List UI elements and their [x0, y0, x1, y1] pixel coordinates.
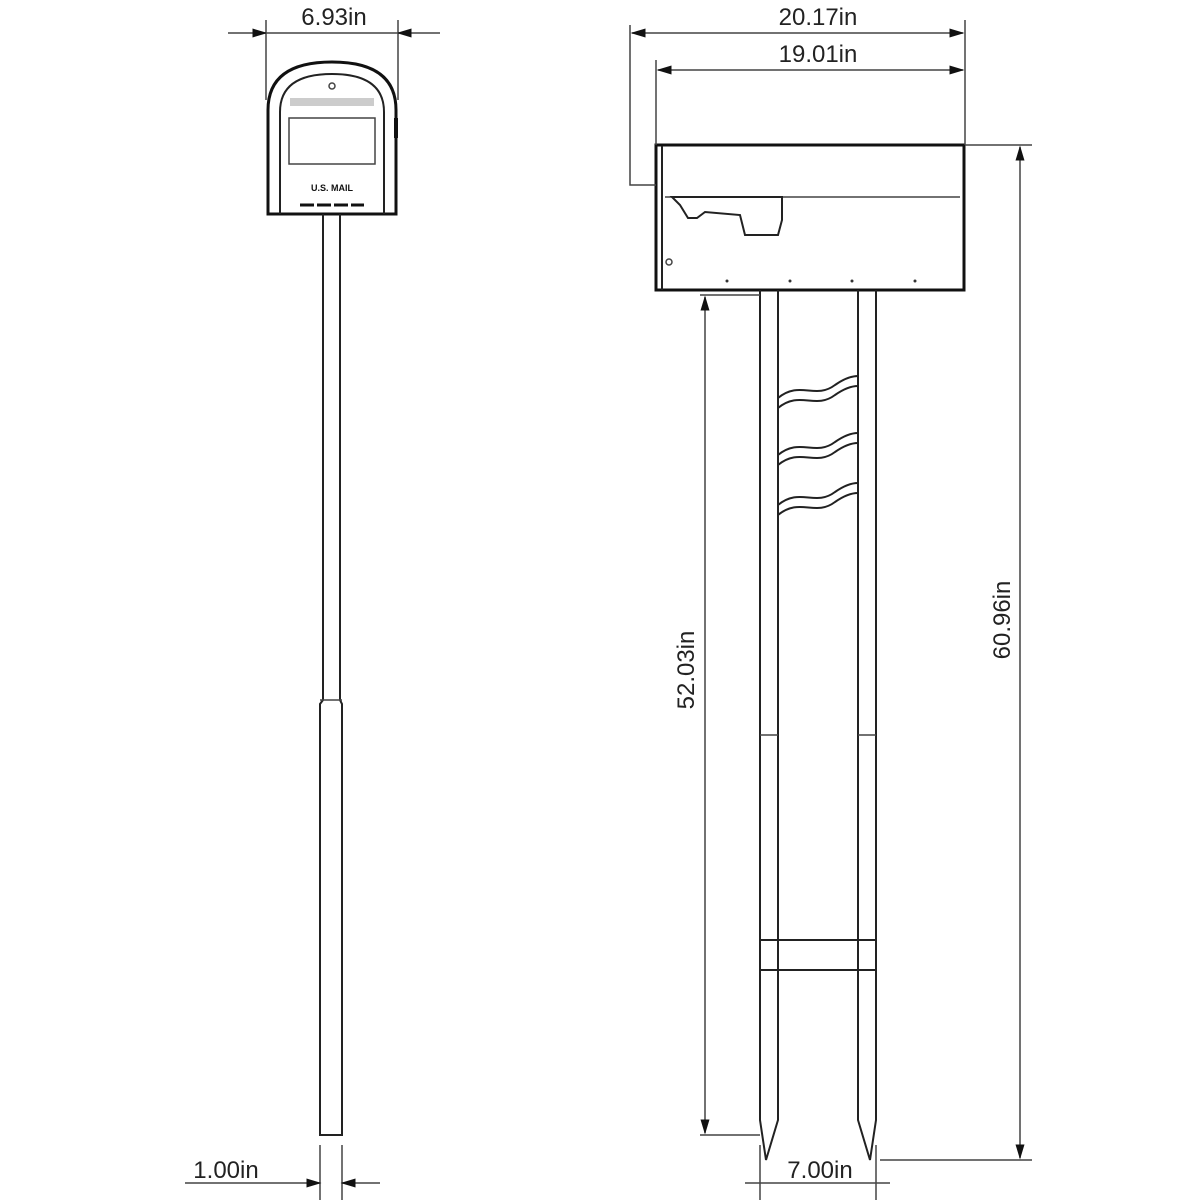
dimension-box-length: 19.01in: [655, 41, 965, 145]
leg-crossbar: [759, 939, 877, 971]
front-door-panel: [288, 117, 376, 165]
dimension-overall-length: 20.17in: [629, 4, 966, 186]
front-mailbox: U.S. MAIL: [266, 60, 398, 216]
us-mail-lettering: U.S. MAIL: [311, 183, 354, 193]
dimension-post-width: 1.00in: [185, 1145, 380, 1200]
front-flag-slot: [290, 98, 374, 106]
leg-spacing-label: 7.00in: [787, 1157, 852, 1184]
front-view: U.S. MAIL 6.93in 1.00in: [185, 4, 440, 1200]
front-post: [319, 214, 343, 1136]
side-flag: [669, 196, 783, 236]
dimension-overall-height: 60.96in: [880, 144, 1032, 1161]
dimension-front-width: 6.93in: [228, 4, 440, 100]
dimension-leg-spacing: 7.00in: [745, 1145, 890, 1200]
wave-braces: [777, 375, 859, 516]
overall-height-label: 60.96in: [989, 581, 1016, 660]
overall-length-label: 20.17in: [779, 4, 858, 31]
side-legs: [759, 290, 877, 1161]
front-width-label: 6.93in: [301, 4, 366, 31]
side-mailbox: [654, 143, 966, 292]
side-view: 20.17in 19.01in 60.96in 52.03in 7.00in: [629, 4, 1032, 1200]
post-width-label: 1.00in: [193, 1157, 258, 1184]
dimension-post-height: 52.03in: [673, 294, 760, 1136]
box-length-label: 19.01in: [779, 41, 858, 68]
post-height-label: 52.03in: [673, 631, 700, 710]
